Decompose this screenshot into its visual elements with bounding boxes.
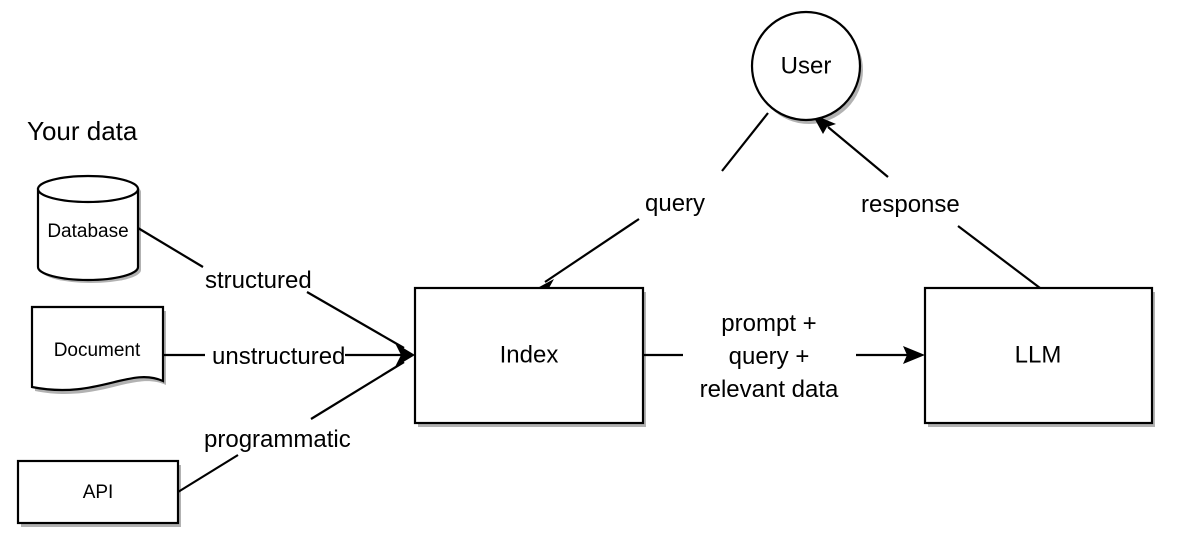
node-index[interactable]: Index	[413, 286, 645, 425]
page-title: Your data	[27, 116, 138, 146]
connector-layer	[137, 112, 1041, 493]
user-circle	[750, 10, 862, 122]
edge-structured-segment-b	[306, 291, 405, 349]
shadow-layer	[21, 16, 1155, 527]
node-llm[interactable]: LLM	[923, 286, 1154, 425]
arrowhead-into-index-left	[395, 343, 415, 367]
edge-label-prompt-line1: prompt +	[721, 310, 816, 337]
edge-label-query: query	[645, 190, 705, 217]
api-label: API	[83, 482, 114, 503]
node-database[interactable]: Database	[36, 174, 140, 282]
user-label: User	[781, 52, 832, 79]
edge-programmatic-segment-b	[310, 361, 405, 420]
edge-label-structured: structured	[205, 267, 312, 294]
edge-response-segment-a	[957, 225, 1041, 289]
node-document[interactable]: Document	[30, 305, 165, 392]
edge-label-prompt-block: prompt + query + relevant data	[700, 310, 839, 403]
llm-label: LLM	[1015, 341, 1062, 368]
edge-label-response: response	[861, 191, 960, 218]
api-box	[16, 459, 180, 525]
edge-programmatic-segment-a	[177, 454, 239, 493]
edge-response-segment-b	[827, 126, 889, 178]
edge-label-unstructured: unstructured	[212, 343, 345, 370]
edge-label-prompt-line3: relevant data	[700, 376, 839, 403]
database-cylinder-top	[36, 174, 140, 204]
edge-query-segment-a	[721, 112, 769, 172]
llm-box	[923, 286, 1154, 425]
document-outline	[30, 305, 165, 392]
edge-query-segment-b	[544, 218, 640, 283]
index-label: Index	[500, 341, 559, 368]
database-label: Database	[47, 221, 128, 242]
database-cylinder-body	[36, 187, 140, 282]
arrowhead-into-llm-left	[903, 346, 925, 364]
node-api[interactable]: API	[16, 459, 180, 525]
document-label: Document	[54, 340, 141, 361]
node-user[interactable]: User	[750, 10, 862, 122]
edge-structured-segment-a	[137, 227, 204, 268]
edge-label-programmatic: programmatic	[204, 426, 351, 453]
edge-label-prompt-line2: query +	[729, 343, 810, 370]
index-box	[413, 286, 645, 425]
